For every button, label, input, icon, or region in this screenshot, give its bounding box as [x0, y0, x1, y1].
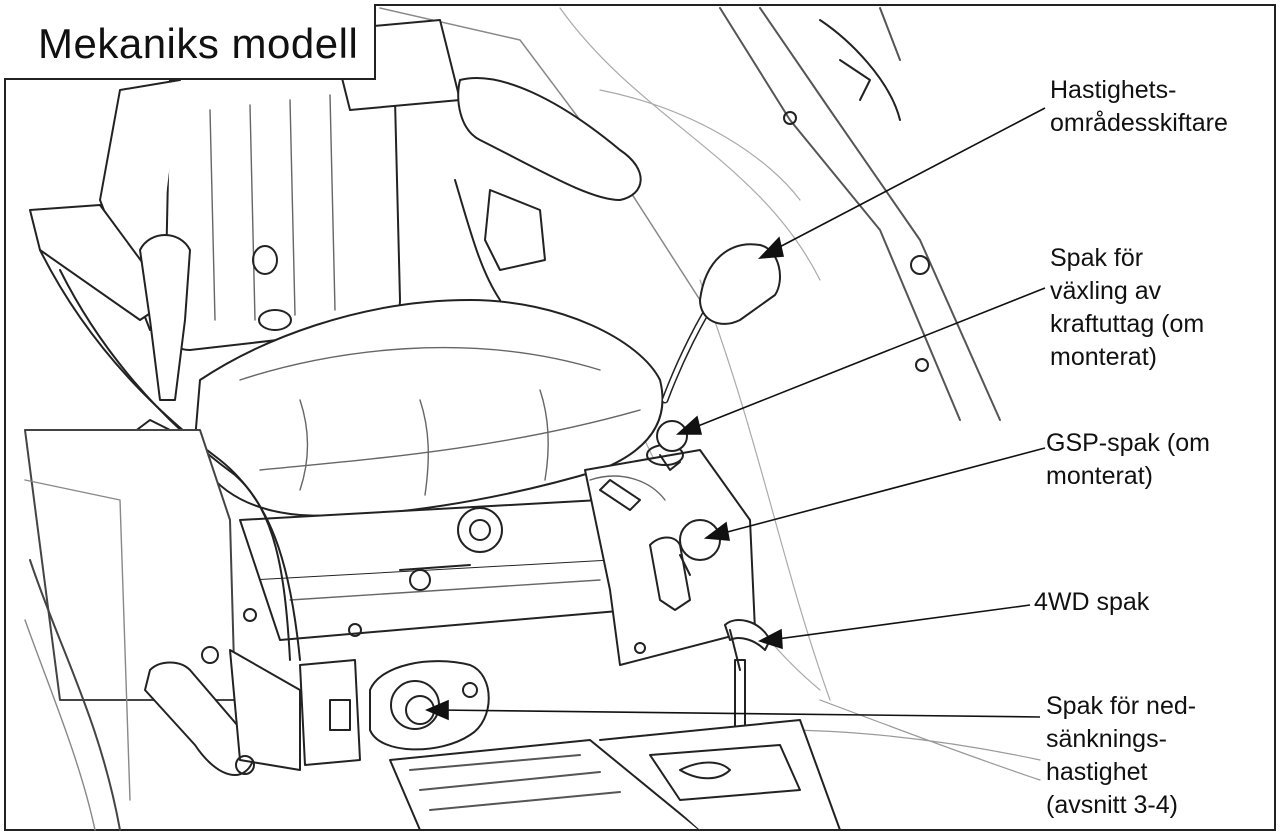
label-lowering-speed-lever: Spak för ned- sänknings- hastighet (avsn…: [1046, 692, 1197, 819]
label-4wd-lever: 4WD spak: [1034, 588, 1150, 616]
label-pto-lever: Spak för växling av kraftuttag (om monte…: [1050, 244, 1205, 371]
label-speed-range-shifter: Hastighets- områdesskiftare: [1050, 76, 1228, 137]
label-gsp-lever: GSP-spak (om monterat): [1046, 429, 1210, 490]
diagram-title: Mekaniks modell: [38, 20, 359, 67]
title-box: Mekaniks modell: [4, 4, 376, 80]
